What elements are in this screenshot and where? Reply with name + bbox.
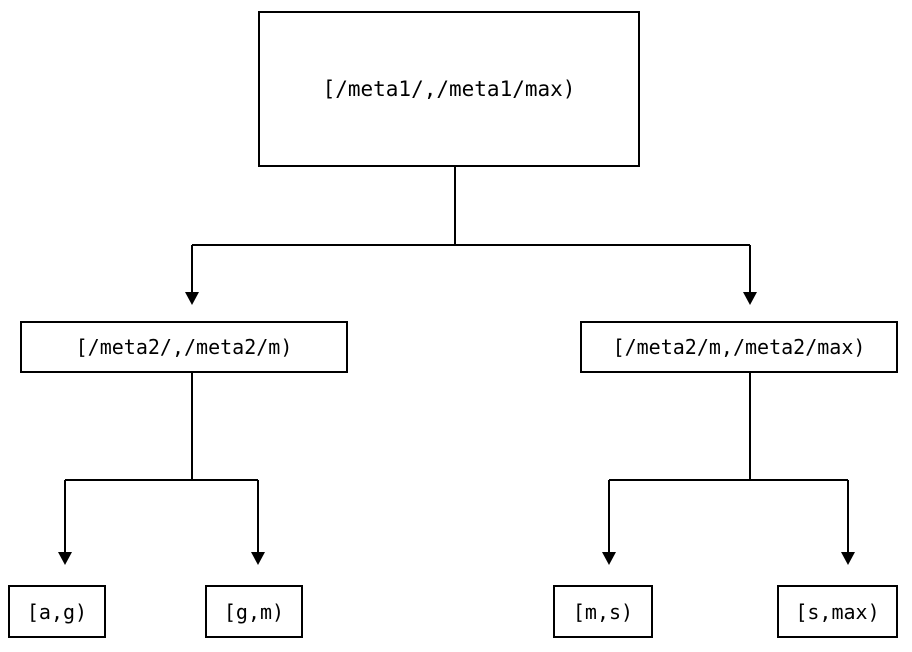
node-root-label: [/meta1/,/meta1/max) xyxy=(322,76,576,101)
edge-root-to-mid-left xyxy=(185,245,199,305)
node-mid-right-label: [/meta2/m,/meta2/max) xyxy=(612,335,866,359)
node-leaf-m-s-label: [m,s) xyxy=(572,599,634,624)
node-leaf-g-m-label: [g,m) xyxy=(223,599,285,624)
edge-midright-to-leaf-smax xyxy=(841,480,855,565)
node-leaf-s-max[interactable]: [s,max) xyxy=(777,585,898,638)
arrowhead-icon xyxy=(251,552,265,565)
node-mid-left[interactable]: [/meta2/,/meta2/m) xyxy=(20,321,348,373)
arrowhead-icon xyxy=(841,552,855,565)
arrowhead-icon xyxy=(58,552,72,565)
arrowhead-icon xyxy=(185,292,199,305)
node-mid-right[interactable]: [/meta2/m,/meta2/max) xyxy=(580,321,898,373)
edge-root-to-mid-right xyxy=(743,245,757,305)
node-mid-left-label: [/meta2/,/meta2/m) xyxy=(75,335,293,359)
node-leaf-a-g-label: [a,g) xyxy=(26,599,88,624)
arrowhead-icon xyxy=(602,552,616,565)
node-root[interactable]: [/meta1/,/meta1/max) xyxy=(258,11,640,167)
arrowhead-icon xyxy=(743,292,757,305)
edge-midright-to-leaf-ms xyxy=(602,480,616,565)
node-leaf-g-m[interactable]: [g,m) xyxy=(205,585,303,638)
edge-midleft-to-leaf-ag xyxy=(58,480,72,565)
node-leaf-m-s[interactable]: [m,s) xyxy=(553,585,653,638)
node-leaf-a-g[interactable]: [a,g) xyxy=(8,585,106,638)
node-leaf-s-max-label: [s,max) xyxy=(795,599,880,624)
edge-midleft-to-leaf-gm xyxy=(251,480,265,565)
